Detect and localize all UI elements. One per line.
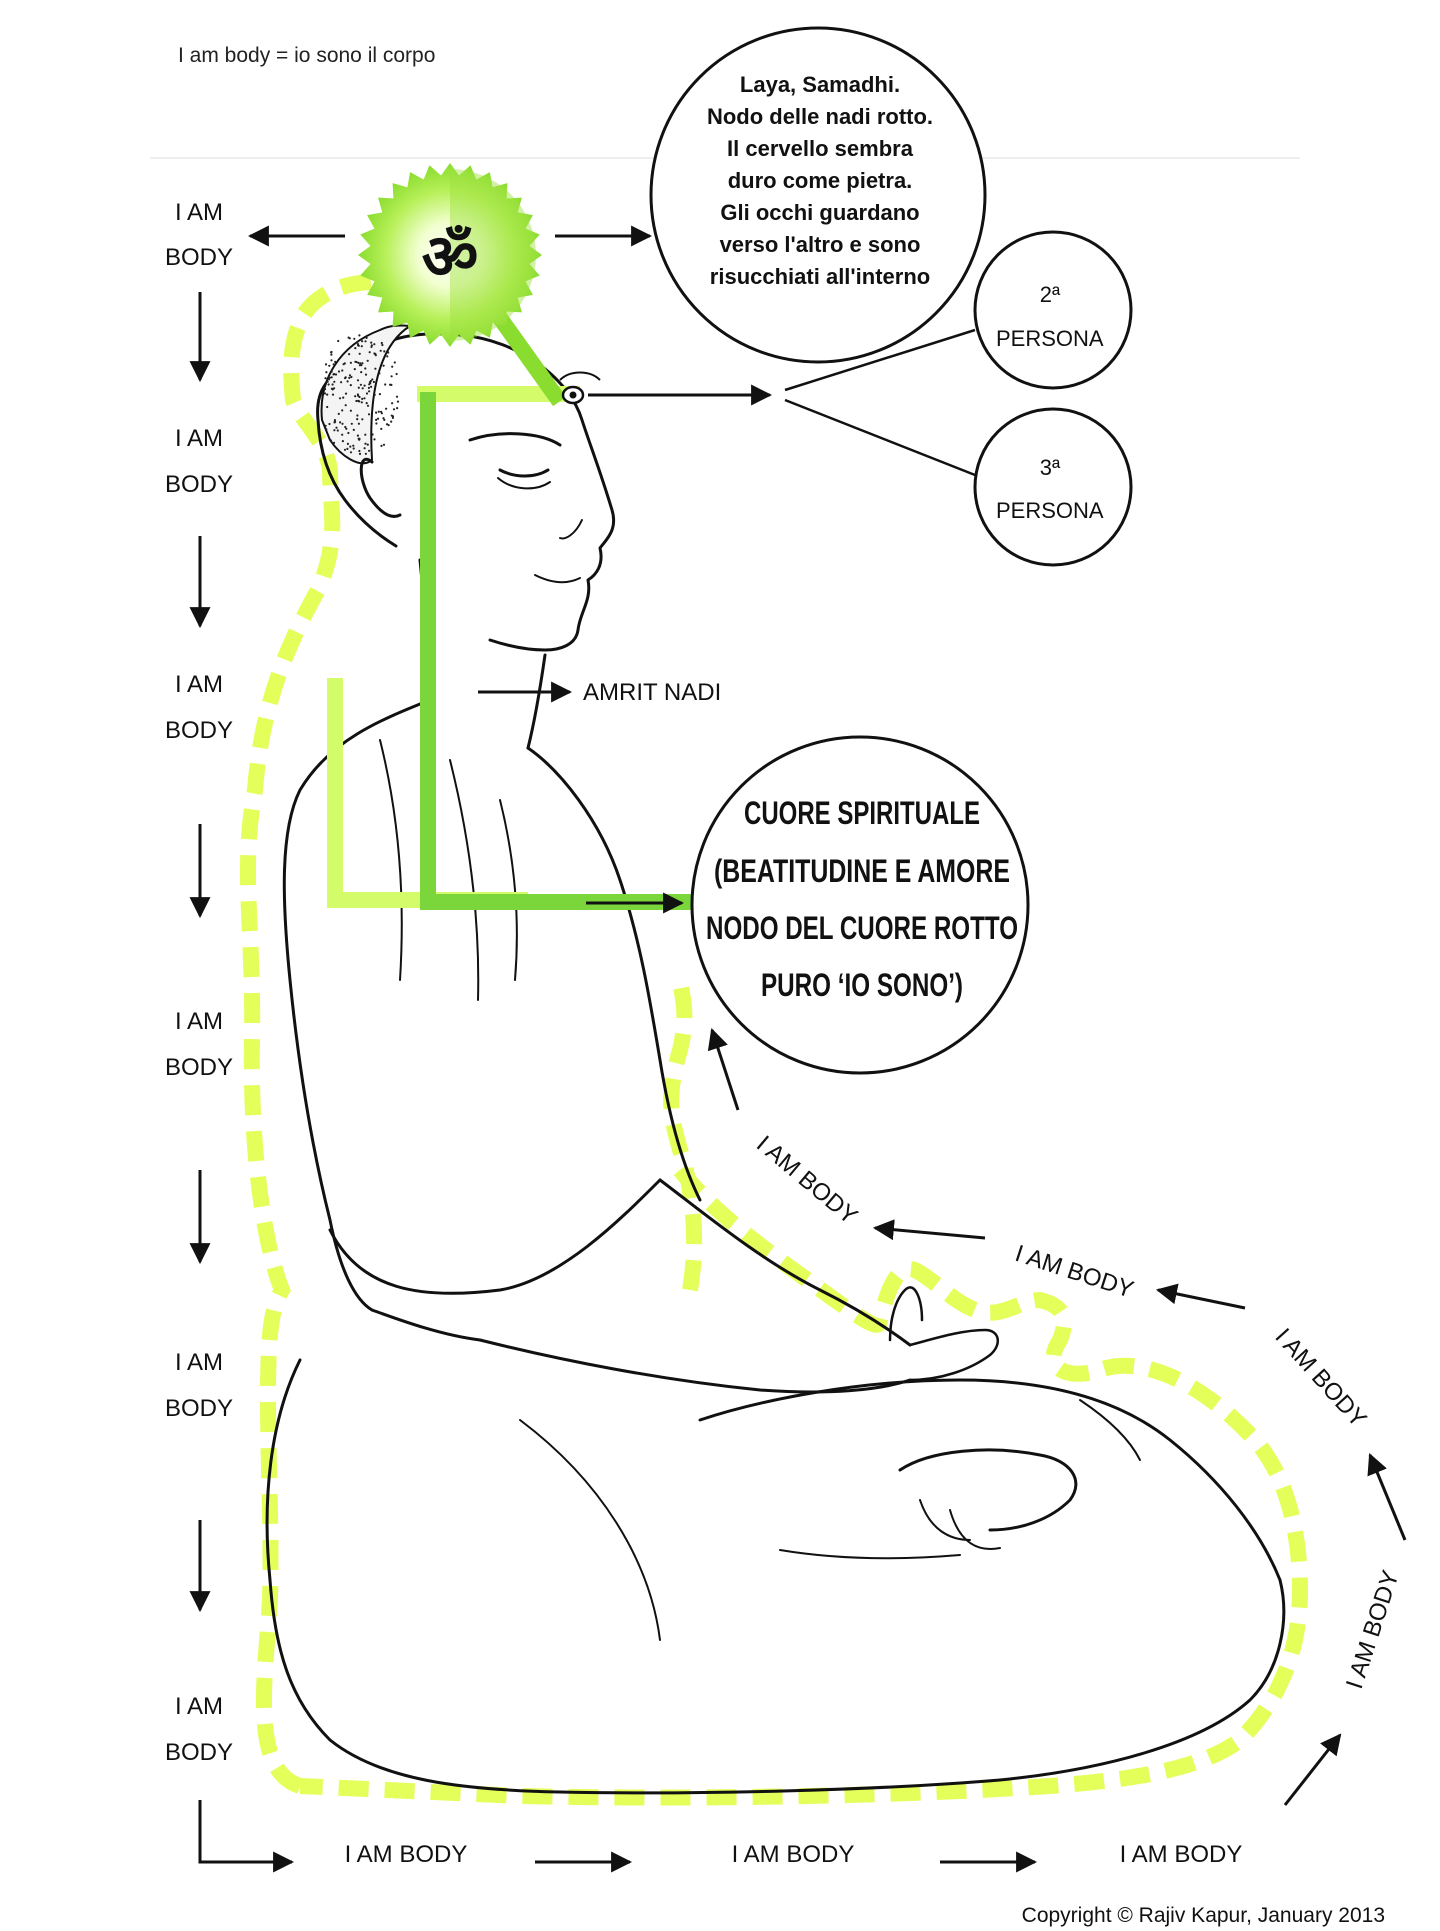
right-arrow (707, 1028, 740, 1111)
samadhi-bubble (649, 26, 987, 364)
bottom-row: I AM BODY I AM BODY I AM BODY (345, 1841, 1243, 1868)
amrit-nadi-path (420, 392, 698, 910)
om-icon: ॐ (422, 220, 479, 293)
fork-upper-line (784, 328, 976, 392)
nadi-channels (327, 313, 698, 910)
heart-bubble (690, 735, 1030, 1075)
crown-link (493, 313, 567, 407)
left-label-line1: I AM (175, 1693, 223, 1720)
right-arrow (1367, 1453, 1407, 1541)
left-label-line1: I AM (175, 671, 223, 698)
right-label-tilt: I AM BODY (1012, 1240, 1137, 1304)
second-person-num: 2ª (1040, 282, 1061, 307)
left-label-line2: BODY (165, 1739, 233, 1766)
caption: I am body = io sono il corpo (178, 44, 435, 67)
third-person-label: PERSONA (996, 498, 1104, 523)
third-eye (559, 371, 601, 405)
left-label-line2: BODY (165, 717, 233, 744)
samadhi-line: Nodo delle nadi rotto. (707, 104, 933, 129)
left-label-line2: BODY (165, 1395, 233, 1422)
right-label-vertical: I AM BODY (1341, 1567, 1405, 1692)
bottom-arrow (1283, 1733, 1342, 1806)
heart-line: CUORE SPIRITUALE (744, 795, 980, 831)
samadhi-line: verso l'altro e sono (720, 232, 921, 257)
left-label-line2: BODY (165, 471, 233, 498)
crown-chakra: ॐ (358, 163, 542, 347)
samadhi-text: Laya, Samadhi. Nodo delle nadi rotto. Il… (707, 72, 933, 289)
samadhi-line: duro come pietra. (728, 168, 913, 193)
samadhi-line: Gli occhi guardano (720, 200, 919, 225)
heart-text: CUORE SPIRITUALE (BEATITUDINE E AMORE NO… (706, 795, 1018, 1003)
body-aura-dashed (239, 273, 1309, 1806)
samadhi-line: Laya, Samadhi. (740, 72, 900, 97)
left-label-line1: I AM (175, 425, 223, 452)
heart-line: NODO DEL CUORE ROTTO (706, 910, 1018, 946)
heart-line: (BEATITUDINE E AMORE (714, 853, 1010, 889)
bottom-label: I AM BODY (345, 1841, 468, 1868)
left-column: I AM BODY I AM BODY I AM BODY I AM BODY … (165, 199, 233, 1766)
right-arrow (1155, 1283, 1246, 1310)
third-person-circle (973, 407, 1133, 567)
meditating-figure (265, 324, 1286, 1795)
left-label-line2: BODY (165, 244, 233, 271)
hair-texture (323, 334, 400, 455)
samadhi-line: Il cervello sembra (727, 136, 914, 161)
right-label-diagonal: I AM BODY (1269, 1323, 1371, 1432)
samadhi-line: risucchiati all'interno (710, 264, 930, 289)
amrit-nadi-label: AMRIT NADI (583, 679, 721, 706)
second-person-label: PERSONA (996, 326, 1104, 351)
left-label-line1: I AM (175, 1008, 223, 1035)
copyright: Copyright © Rajiv Kapur, January 2013 (1022, 1904, 1385, 1927)
bottom-label: I AM BODY (732, 1841, 855, 1868)
bottom-label: I AM BODY (1120, 1841, 1243, 1868)
fork-lower-line (784, 398, 976, 477)
corner-arrow (198, 1800, 295, 1873)
heart-line: PURO ‘IO SONO’) (761, 967, 963, 1003)
third-person-num: 3ª (1040, 455, 1061, 480)
right-label-steep: I AM BODY (751, 1130, 862, 1230)
second-person-circle (973, 230, 1133, 390)
right-arrow (872, 1219, 986, 1241)
left-label-line2: BODY (165, 1054, 233, 1081)
left-label-line1: I AM (175, 1349, 223, 1376)
left-label-line1: I AM (175, 199, 223, 226)
